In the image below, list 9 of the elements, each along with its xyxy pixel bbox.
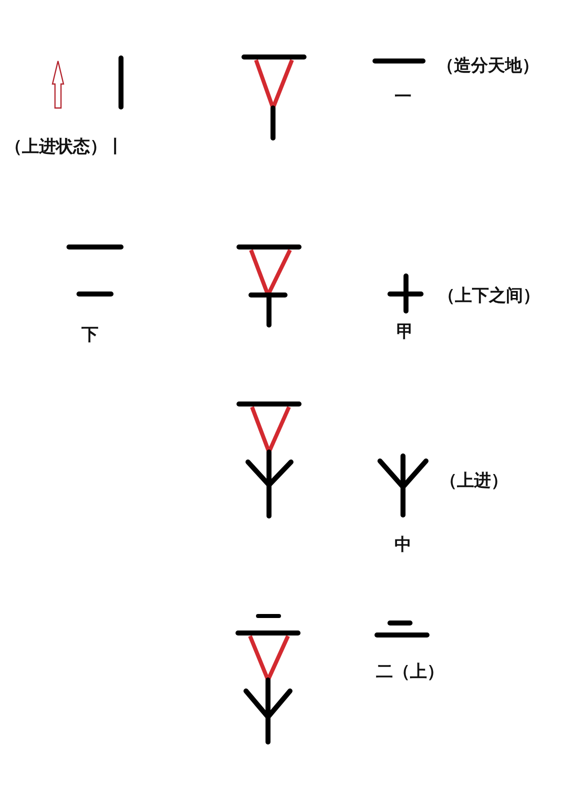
- annotation-text: （上进）: [440, 470, 508, 492]
- character-label: 下: [82, 324, 98, 346]
- annotation-text: （上下之间）: [438, 286, 540, 306]
- character-label: 甲: [396, 322, 414, 342]
- annotation-text: （造分天地）: [437, 56, 539, 76]
- character-label: 中: [394, 534, 412, 556]
- character-label: 一: [394, 86, 412, 108]
- annotation-text: （上进状态）丨: [5, 136, 124, 158]
- character-label: 二（上）: [376, 662, 444, 682]
